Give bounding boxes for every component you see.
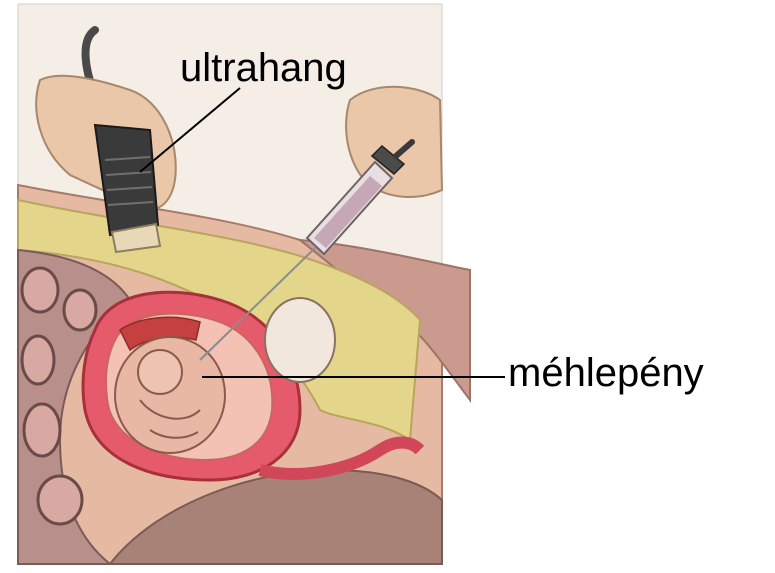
label-mehlepeny: méhlepény (508, 353, 704, 393)
label-ultrahang: ultrahang (180, 48, 347, 88)
bladder (265, 298, 335, 382)
fetus-icon (115, 337, 225, 453)
